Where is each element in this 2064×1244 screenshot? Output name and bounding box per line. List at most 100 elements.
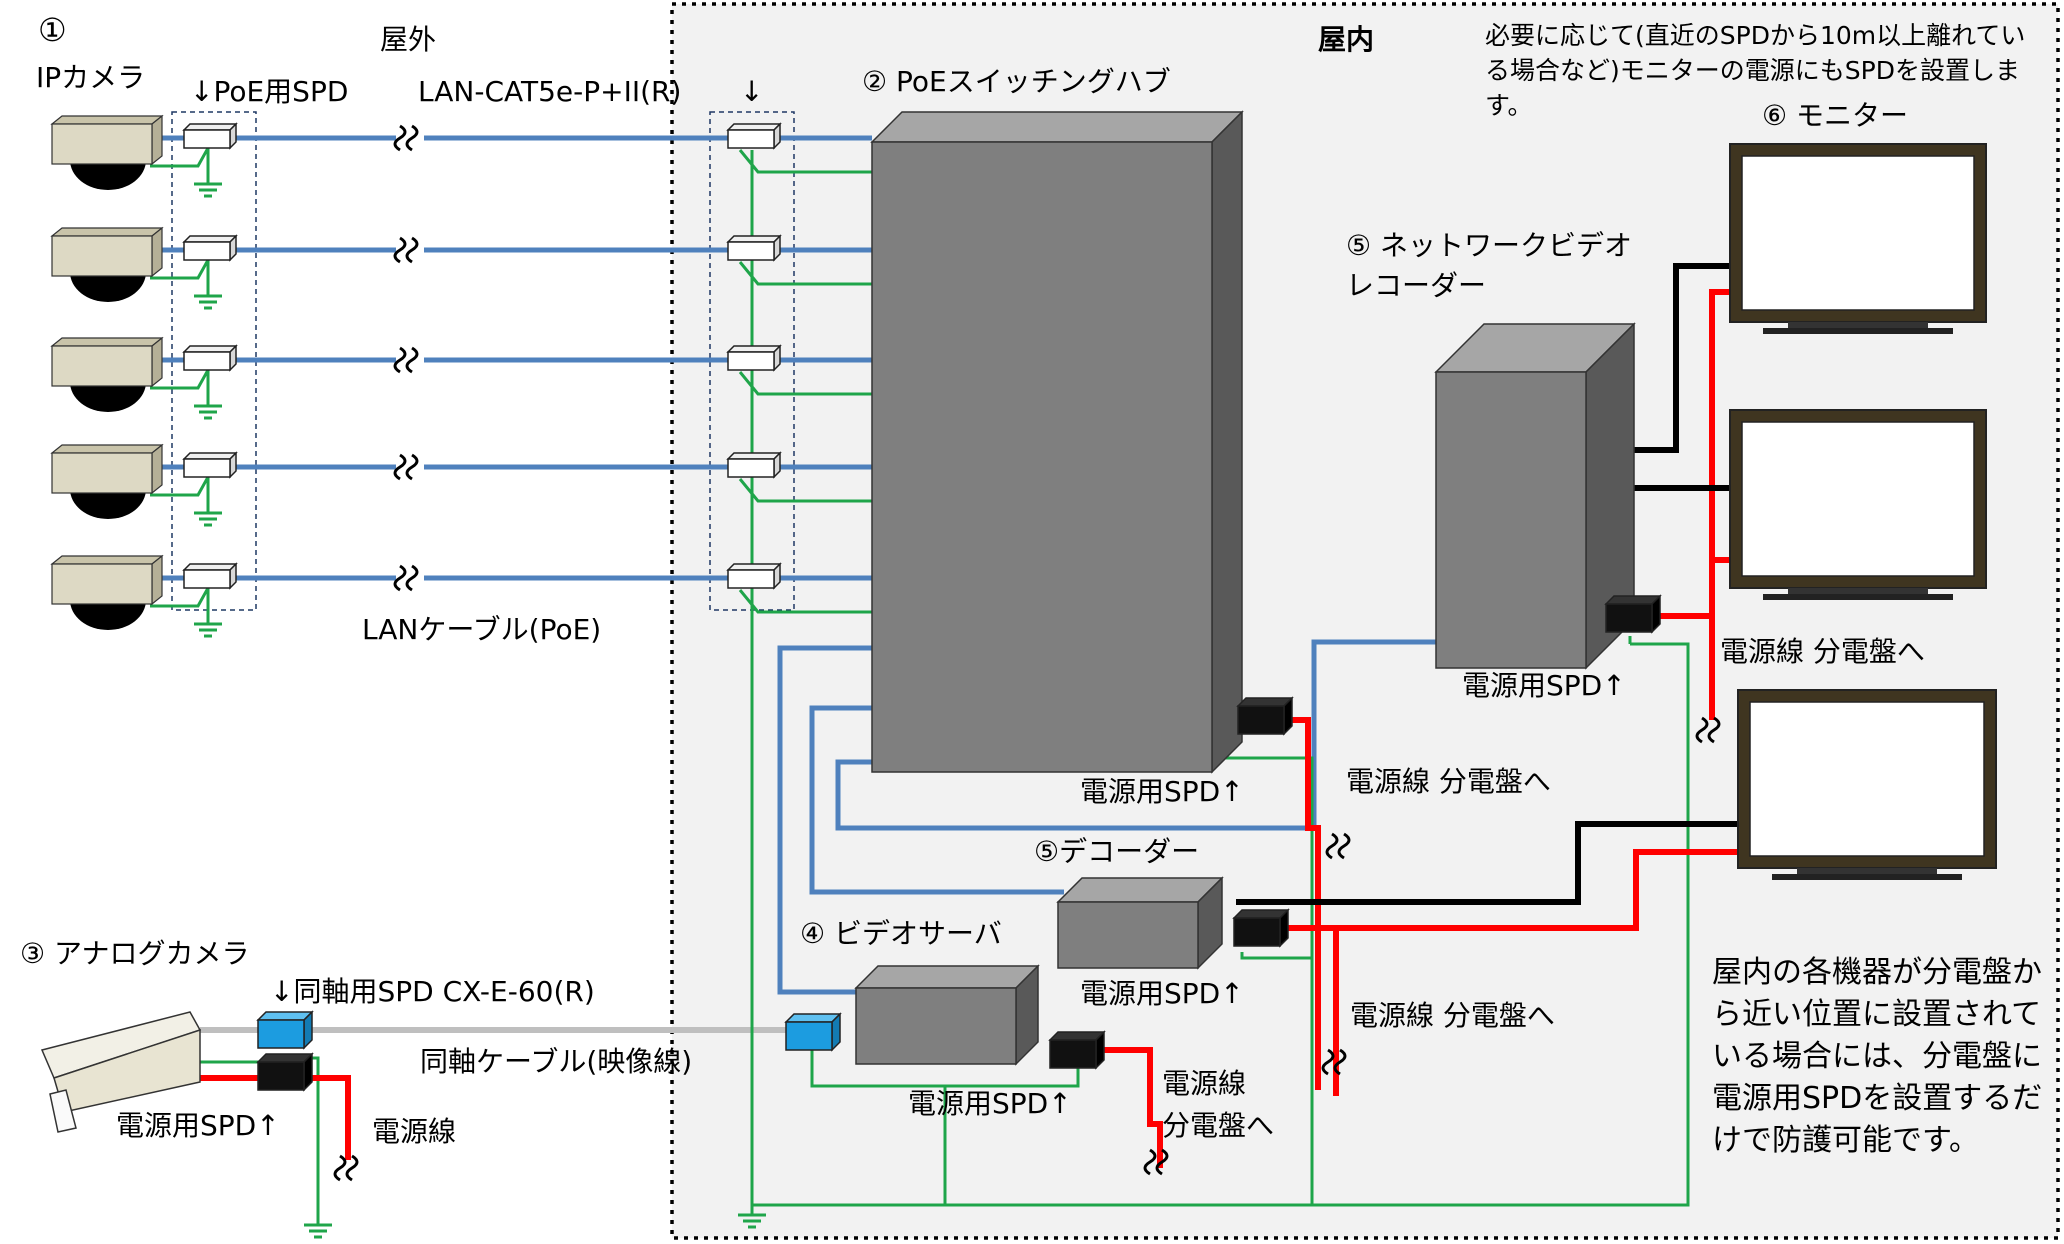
nvr-label-line2: レコーダー: [1346, 269, 1487, 302]
analog-camera: [40, 1011, 202, 1133]
lan-hub-to-nvr: [835, 639, 1436, 831]
poe-spd-outdoor-2: [182, 234, 238, 262]
monitor-2: [1729, 409, 1987, 600]
analog-power-spd: [256, 1052, 314, 1092]
ground-symbol-5: [194, 614, 222, 638]
cable-break-3: [393, 346, 424, 374]
hub-power-line-label: 電源線 分電盤へ: [1346, 765, 1551, 798]
ground-decoder-spd: [1240, 952, 1312, 960]
power-line-monitor-3: [1336, 849, 1738, 931]
ground-symbol-2: [194, 286, 222, 310]
ip-camera-2: [50, 226, 164, 302]
ip-camera-4: [50, 443, 164, 519]
ground-symbol-indoor: [738, 1205, 766, 1229]
monitor-power-line-label: 電源線 分電盤へ: [1720, 635, 1925, 668]
poe-hub-label: ② PoEスイッチングハブ: [862, 65, 1171, 98]
power-end-decoder: [1321, 1048, 1347, 1076]
ip-camera-3: [50, 336, 164, 412]
cable-break-4: [393, 453, 424, 481]
poe-spd-outdoor-1: [182, 122, 238, 150]
indoor-spd-arrow: ↓: [740, 75, 764, 108]
hub-power-spd-label: 電源用SPD↑: [1080, 775, 1244, 808]
cable-break-1: [393, 124, 424, 152]
analog-power-line-label: 電源線: [372, 1115, 457, 1148]
nvr-label-line1: ⑤ ネットワークビデオ: [1346, 229, 1633, 262]
ground-symbol-4: [194, 503, 222, 527]
signal-nvr-monitor-1: [1618, 263, 1730, 453]
decoder-power-spd-label: 電源用SPD↑: [1080, 977, 1244, 1010]
poe-spd-label: ↓PoE用SPD: [190, 75, 349, 108]
camera-ground-wire-3: [150, 364, 210, 396]
poe-spd-indoor-1: [726, 122, 782, 150]
hub-ground-wire-1: [738, 149, 872, 174]
hub-ground-wire-5: [738, 589, 872, 614]
monitor-3: [1737, 689, 1997, 880]
lan-hub-to-video-server: [777, 645, 872, 995]
video-server-label: ④ ビデオサーバ: [800, 917, 1002, 950]
coax-spd-label: ↓同軸用SPD CX-E-60(R): [270, 975, 595, 1008]
lan-cable-label: LANケーブル(PoE): [362, 613, 602, 646]
monitor-1: [1729, 143, 1987, 334]
power-end-video-server: [1143, 1148, 1169, 1176]
ip-camera-label: IPカメラ: [36, 61, 146, 94]
coax-spd-camera: [256, 1010, 314, 1050]
ground-symbol-1: [194, 174, 222, 198]
monitor-spd-note: 必要に応じて(直近のSPDから10m以上離れている場合など)モニターの電源にもS…: [1485, 21, 2026, 120]
camera-ground-wire-5: [150, 582, 210, 614]
video-server-power-spd: [1048, 1030, 1106, 1070]
indoor-label: 屋内: [1318, 23, 1375, 56]
camera-ground-wire-2: [150, 254, 210, 286]
video-server-power-line-label-1: 電源線: [1162, 1067, 1247, 1100]
monitor-label: ⑥ モニター: [1762, 99, 1909, 132]
poe-spd-outdoor-4: [182, 451, 238, 479]
decoder-label: ⑤デコーダー: [1034, 835, 1200, 868]
nvr-power-spd: [1604, 594, 1662, 634]
analog-power-spd-label: 電源用SPD↑: [116, 1109, 280, 1142]
distribution-board-note: 屋内の各機器が分電盤から近い位置に設置されている場合には、分電盤に電源用SPDを…: [1712, 955, 2043, 1158]
network-video-recorder: [1434, 322, 1636, 670]
decoder-power-line-label: 電源線 分電盤へ: [1350, 999, 1555, 1032]
poe-spd-outdoor-3: [182, 344, 238, 372]
video-server: [854, 964, 1040, 1066]
lan-spd-model-label: LAN-CAT5e-P+II(R): [418, 75, 682, 108]
devices: [40, 110, 1997, 1239]
power-end-monitor: [1695, 716, 1721, 744]
power-end-hub: [1325, 832, 1351, 860]
signal-decoder-monitor-3: [1236, 821, 1738, 905]
lan-hub-to-decoder: [809, 705, 1064, 895]
power-line-video-server: [1064, 1047, 1163, 1168]
ground-symbol-3: [194, 396, 222, 420]
nvr-power-spd-label: 電源用SPD↑: [1462, 669, 1626, 702]
ip-camera-number: ①: [38, 11, 67, 49]
coax-spd-server: [784, 1012, 842, 1052]
hub-power-spd: [1236, 696, 1294, 736]
poe-spd-indoor-5: [726, 562, 782, 590]
ip-camera-5: [50, 554, 164, 630]
power-end-analog: [333, 1154, 359, 1182]
decoder-power-spd: [1232, 908, 1290, 948]
hub-ground-wire-3: [738, 371, 872, 396]
outdoor-label: 屋外: [380, 23, 437, 56]
cable-break-2: [393, 236, 424, 264]
coax-cable-label: 同軸ケーブル(映像線): [420, 1045, 693, 1078]
video-server-power-line-label-2: 分電盤へ: [1162, 1109, 1275, 1142]
camera-ground-wire-4: [150, 471, 210, 503]
poe-spd-outdoor-5: [182, 562, 238, 590]
video-server-power-spd-label: 電源用SPD↑: [908, 1087, 1072, 1120]
poe-spd-indoor-3: [726, 344, 782, 372]
cable-break-5: [393, 564, 424, 592]
ground-bus-bottom: [752, 642, 1690, 1207]
hub-ground-wire-4: [738, 478, 872, 503]
ground-symbol-analog: [304, 1215, 332, 1239]
poe-spd-indoor-4: [726, 451, 782, 479]
hub-ground-wire-2: [738, 261, 872, 286]
camera-ground-wire-1: [150, 142, 210, 174]
analog-camera-label: ③ アナログカメラ: [20, 937, 250, 970]
ip-camera-1: [50, 114, 164, 190]
decoder: [1056, 876, 1224, 970]
power-line-analog: [200, 1075, 351, 1160]
poe-switching-hub: [870, 110, 1244, 774]
poe-spd-indoor-2: [726, 234, 782, 262]
